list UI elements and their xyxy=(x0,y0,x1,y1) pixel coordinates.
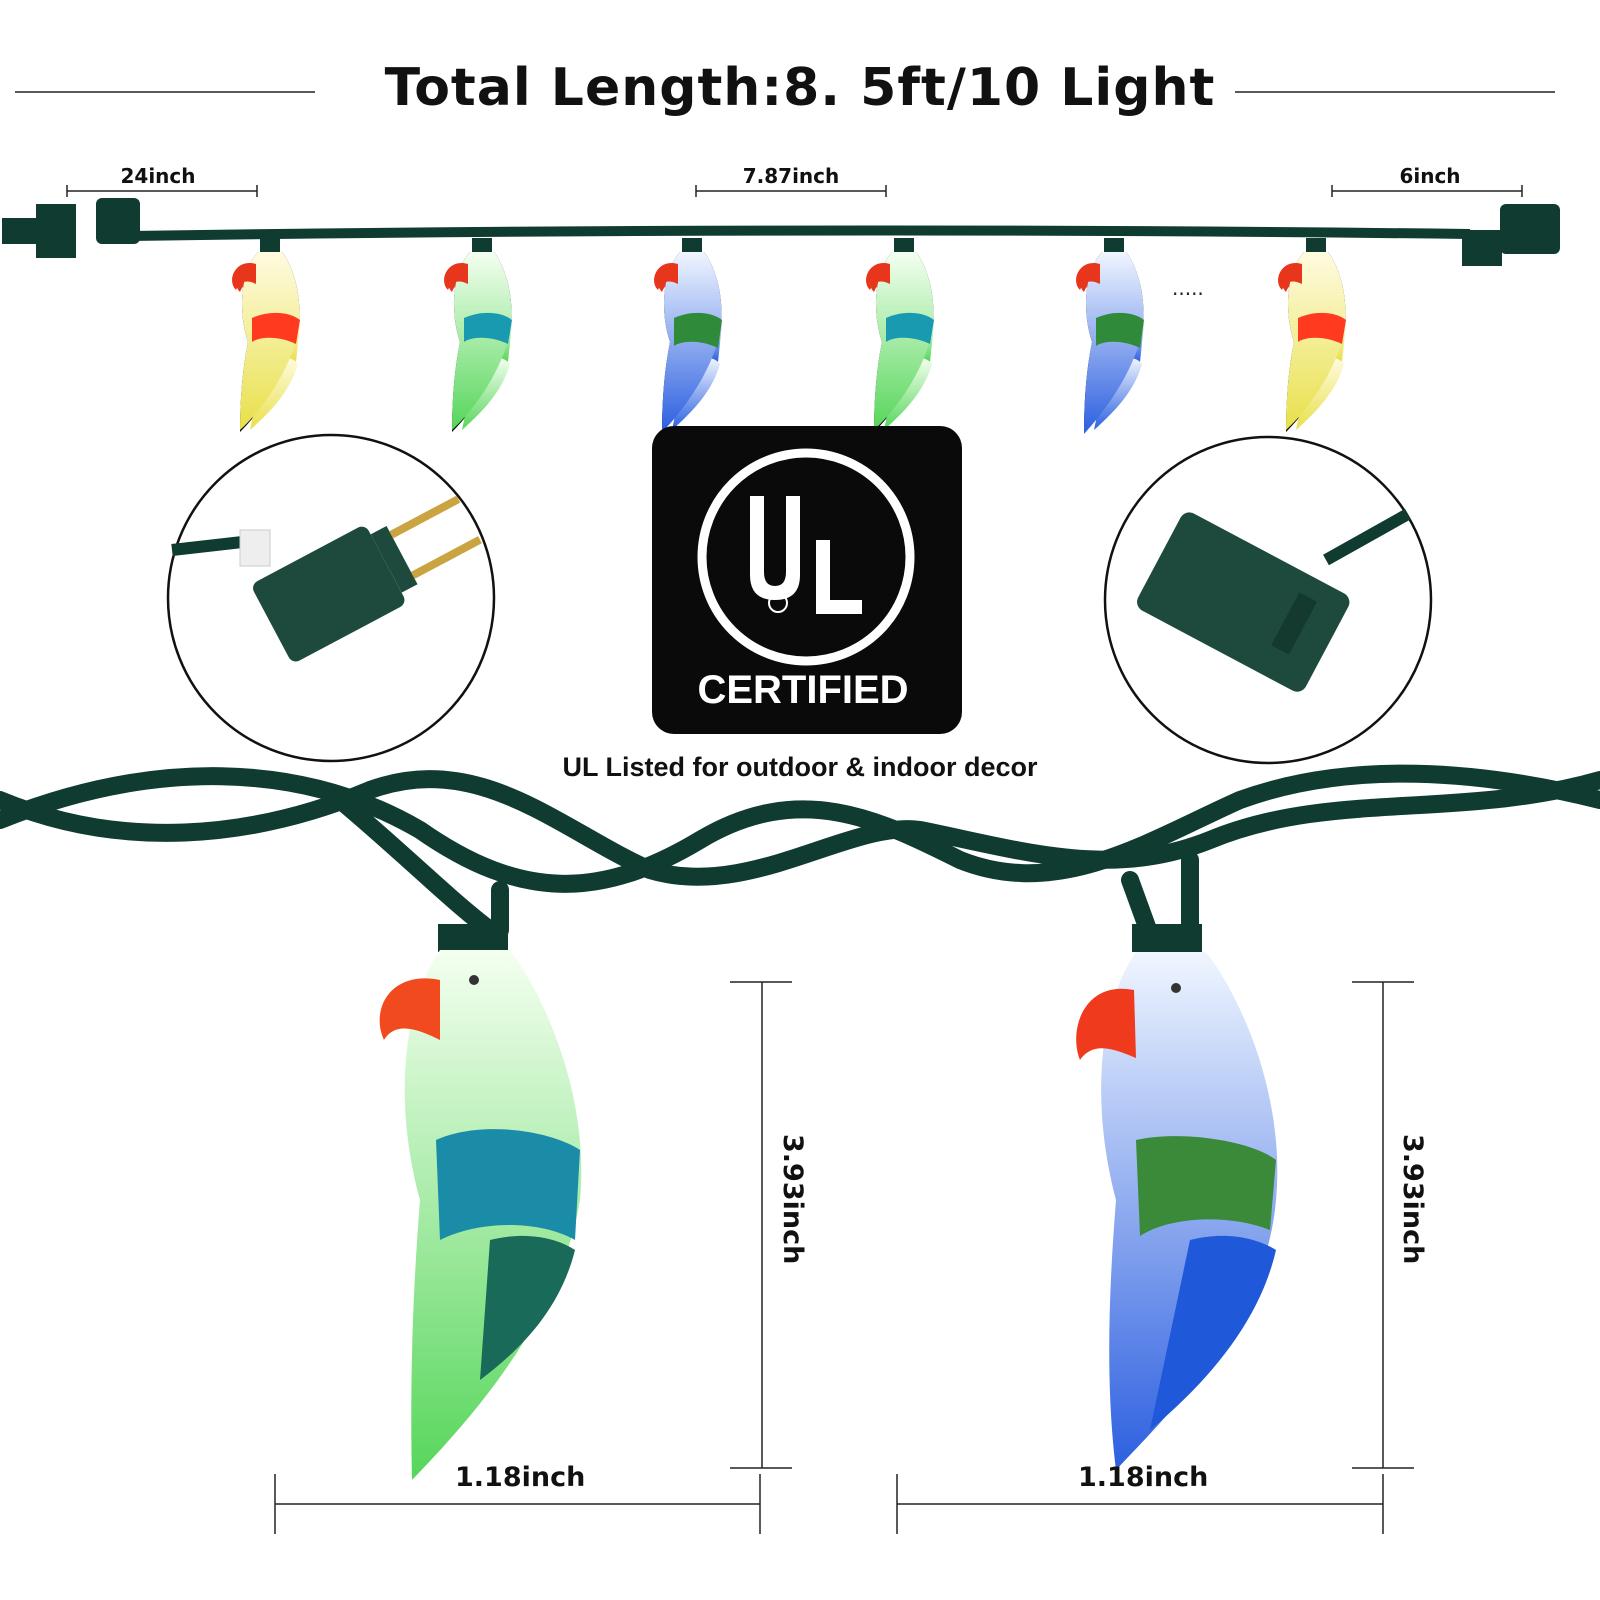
dimension-bars-top xyxy=(66,185,1523,197)
ul-certified-badge xyxy=(652,426,962,734)
large-parrot-green xyxy=(379,924,582,1480)
socket-icon xyxy=(1137,512,1350,692)
twisted-cord xyxy=(0,764,1600,944)
ul-caption: UL Listed for outdoor & indoor decor xyxy=(562,752,1038,782)
socket-closeup xyxy=(1103,435,1433,765)
plug-icon xyxy=(253,526,405,662)
page-title: Total Length:8. 5ft/10 Light xyxy=(384,58,1216,118)
bulb-spacing-label: 7.87inch xyxy=(742,164,840,188)
left-height-label: 3.93inch xyxy=(777,1134,808,1265)
lead-in-length-label: 24inch xyxy=(120,164,196,188)
certified-label: CERTIFIED xyxy=(697,668,909,712)
lead-out-length-label: 6inch xyxy=(1399,164,1461,188)
small-parrot-bodies xyxy=(232,252,1346,434)
plug-icon xyxy=(2,218,42,244)
left-width-label: 1.18inch xyxy=(455,1462,586,1493)
dimension-bars-bottom xyxy=(274,981,1414,1534)
large-parrot-blue xyxy=(1076,924,1278,1470)
light-string-cord xyxy=(2,198,1560,266)
socket-icon xyxy=(1500,204,1560,254)
right-height-label: 3.93inch xyxy=(1397,1134,1428,1265)
plug-closeup xyxy=(166,433,496,763)
small-parrots xyxy=(235,238,1346,432)
ul-logo xyxy=(750,496,800,600)
right-width-label: 1.18inch xyxy=(1078,1462,1209,1493)
ellipsis: ..... xyxy=(1172,276,1204,300)
